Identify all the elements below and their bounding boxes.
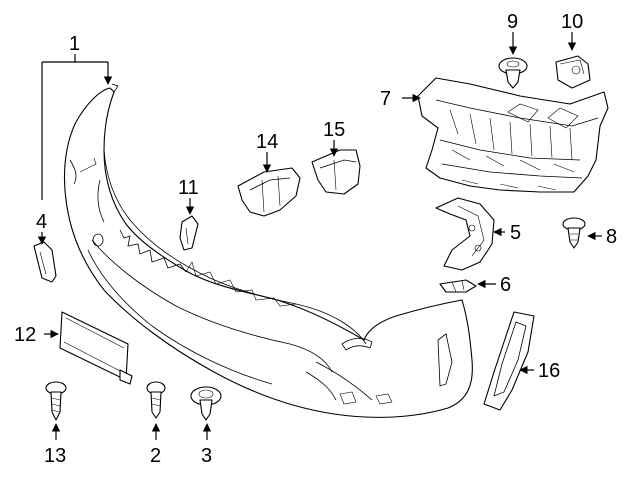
callout-1: 1 [69, 33, 80, 55]
callout-3: 3 [201, 445, 212, 467]
clip-6 [439, 279, 477, 293]
clip-nut [555, 55, 591, 89]
left-bracket [33, 241, 57, 283]
push-rivet [562, 217, 586, 249]
small-bracket [179, 215, 199, 251]
callout-4: 4 [36, 211, 47, 233]
callout-14: 14 [256, 131, 278, 153]
leader-lines [37, 32, 602, 440]
callout-15: 15 [323, 119, 345, 141]
license-plate-bracket [59, 311, 133, 385]
callout-13: 13 [44, 445, 66, 467]
callout-2: 2 [150, 445, 161, 467]
side-bracket [435, 197, 495, 271]
callout-9: 9 [507, 11, 518, 33]
screw-13 [45, 381, 67, 421]
air-duct-left [237, 167, 301, 217]
callout-7: 7 [380, 88, 391, 110]
callout-11: 11 [178, 177, 199, 199]
air-duct-right [311, 149, 361, 195]
callout-6: 6 [500, 274, 511, 296]
bumper-cover [63, 83, 473, 418]
rivet-3 [190, 386, 222, 421]
screw-2 [146, 381, 166, 419]
callout-12: 12 [14, 324, 36, 346]
flange-nut [498, 57, 528, 89]
callout-8: 8 [606, 226, 617, 248]
callout-10: 10 [561, 11, 583, 33]
callout-5: 5 [510, 222, 521, 244]
callout-16: 16 [538, 360, 560, 382]
bumper-carrier [417, 77, 609, 193]
side-reflector [483, 311, 535, 411]
